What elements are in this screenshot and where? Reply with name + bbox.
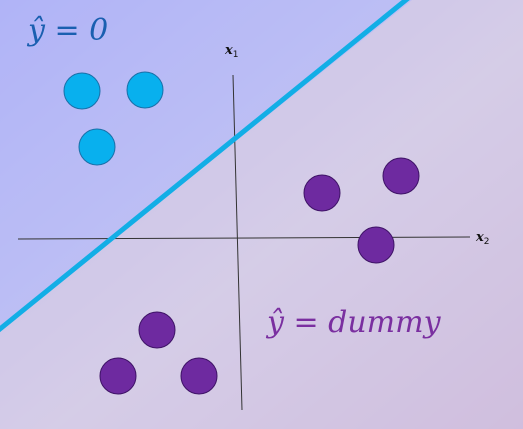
axis-x1-label: x1	[224, 43, 239, 60]
data-point-blue	[63, 72, 101, 110]
data-point-purple	[303, 174, 341, 212]
data-point-purple	[99, 357, 137, 395]
axis-x2	[17, 236, 471, 240]
data-point-purple	[138, 311, 176, 349]
region-bottom-label: ŷ = dummy	[265, 305, 442, 340]
decision-boundary	[0, 0, 410, 333]
axis-x2-label: x2	[475, 230, 490, 247]
axis-x1	[232, 74, 243, 411]
data-point-purple	[382, 157, 420, 195]
region-top-label: ŷ = 0	[26, 13, 108, 48]
data-point-purple	[180, 357, 218, 395]
data-point-blue	[126, 71, 164, 109]
data-point-blue	[78, 128, 116, 166]
data-point-purple	[357, 226, 395, 264]
